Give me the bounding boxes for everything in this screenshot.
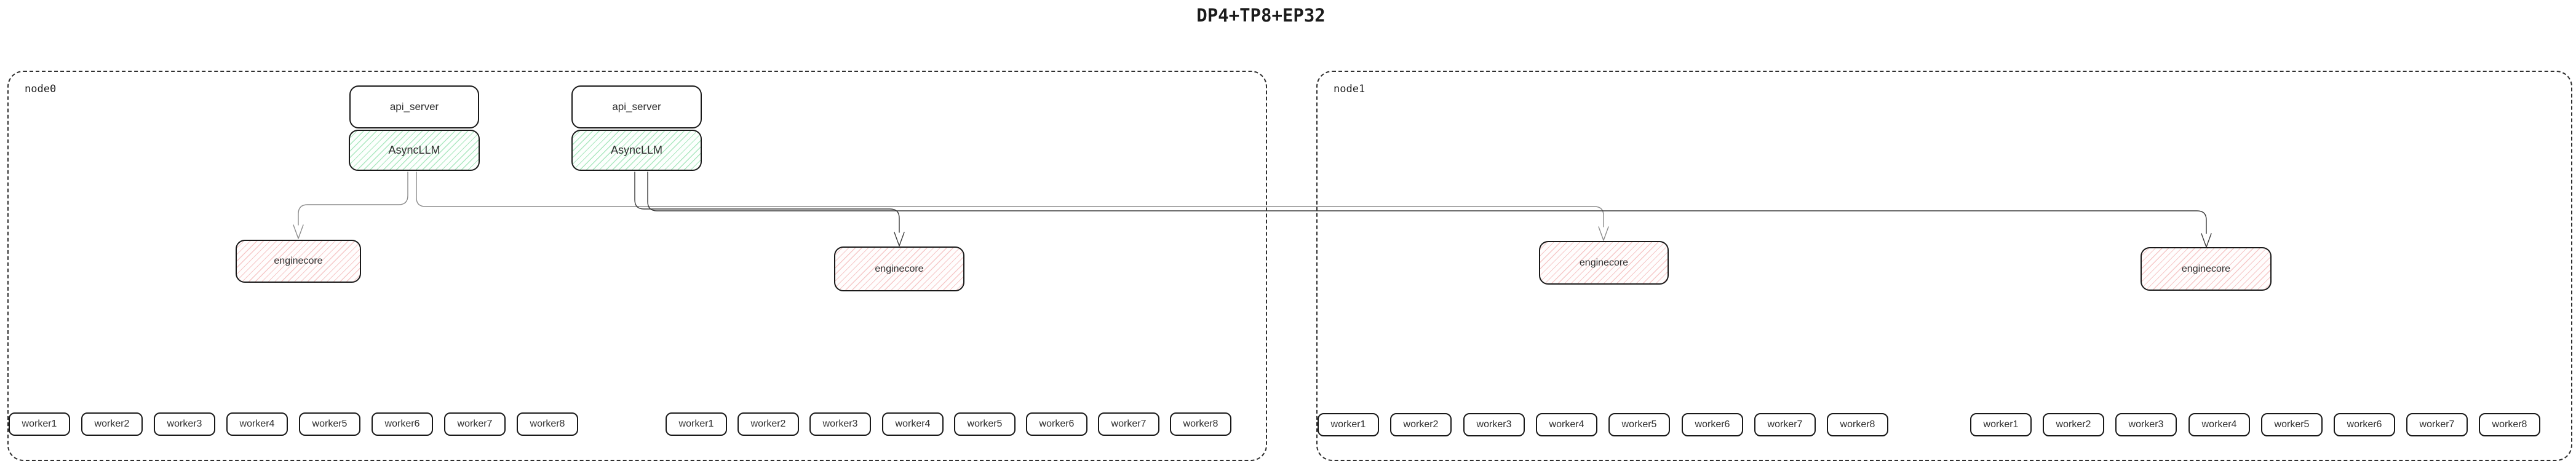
worker-box: worker3 <box>1463 413 1525 436</box>
worker-box: worker1 <box>1318 413 1379 436</box>
api-server-box: api_server <box>571 85 702 128</box>
diagram-title: DP4+TP8+EP32 <box>1196 5 1326 26</box>
worker-box: worker6 <box>1682 413 1743 436</box>
worker-box: worker7 <box>1098 412 1159 436</box>
worker-box: worker4 <box>226 412 288 436</box>
worker-box: worker8 <box>1170 412 1231 436</box>
worker-box: worker1 <box>666 412 727 436</box>
worker-box: worker5 <box>2261 413 2323 436</box>
worker-box: worker2 <box>2043 413 2104 436</box>
worker-box: worker8 <box>1827 413 1888 436</box>
worker-box: worker4 <box>1536 413 1597 436</box>
worker-box: worker5 <box>954 412 1016 436</box>
worker-box: worker7 <box>1754 413 1816 436</box>
worker-box: worker3 <box>2115 413 2177 436</box>
enginecore-box: enginecore <box>834 246 964 291</box>
worker-box: worker5 <box>1608 413 1670 436</box>
node-label: node0 <box>25 83 57 95</box>
asyncllm-box: AsyncLLM <box>349 130 480 171</box>
worker-box: worker2 <box>1390 413 1452 436</box>
worker-box: worker8 <box>517 412 578 436</box>
worker-box: worker5 <box>299 412 360 436</box>
worker-box: worker7 <box>2406 413 2468 436</box>
node-label: node1 <box>1334 83 1366 95</box>
node-box-node1: node1 <box>1316 71 2572 461</box>
worker-box: worker2 <box>81 412 143 436</box>
enginecore-box: enginecore <box>236 240 361 283</box>
worker-box: worker1 <box>9 412 70 436</box>
worker-box: worker6 <box>1026 412 1087 436</box>
worker-box: worker6 <box>372 412 433 436</box>
worker-box: worker3 <box>154 412 215 436</box>
worker-box: worker8 <box>2479 413 2540 436</box>
worker-box: worker2 <box>737 412 799 436</box>
asyncllm-box: AsyncLLM <box>571 130 702 171</box>
worker-box: worker7 <box>444 412 506 436</box>
worker-box: worker4 <box>2188 413 2250 436</box>
worker-box: worker1 <box>1970 413 2032 436</box>
node-box-node0: node0 <box>7 71 1267 461</box>
enginecore-box: enginecore <box>2141 247 2272 291</box>
enginecore-box: enginecore <box>1539 241 1669 285</box>
worker-box: worker3 <box>809 412 871 436</box>
worker-box: worker6 <box>2334 413 2395 436</box>
worker-box: worker4 <box>882 412 944 436</box>
api-server-box: api_server <box>349 85 479 128</box>
